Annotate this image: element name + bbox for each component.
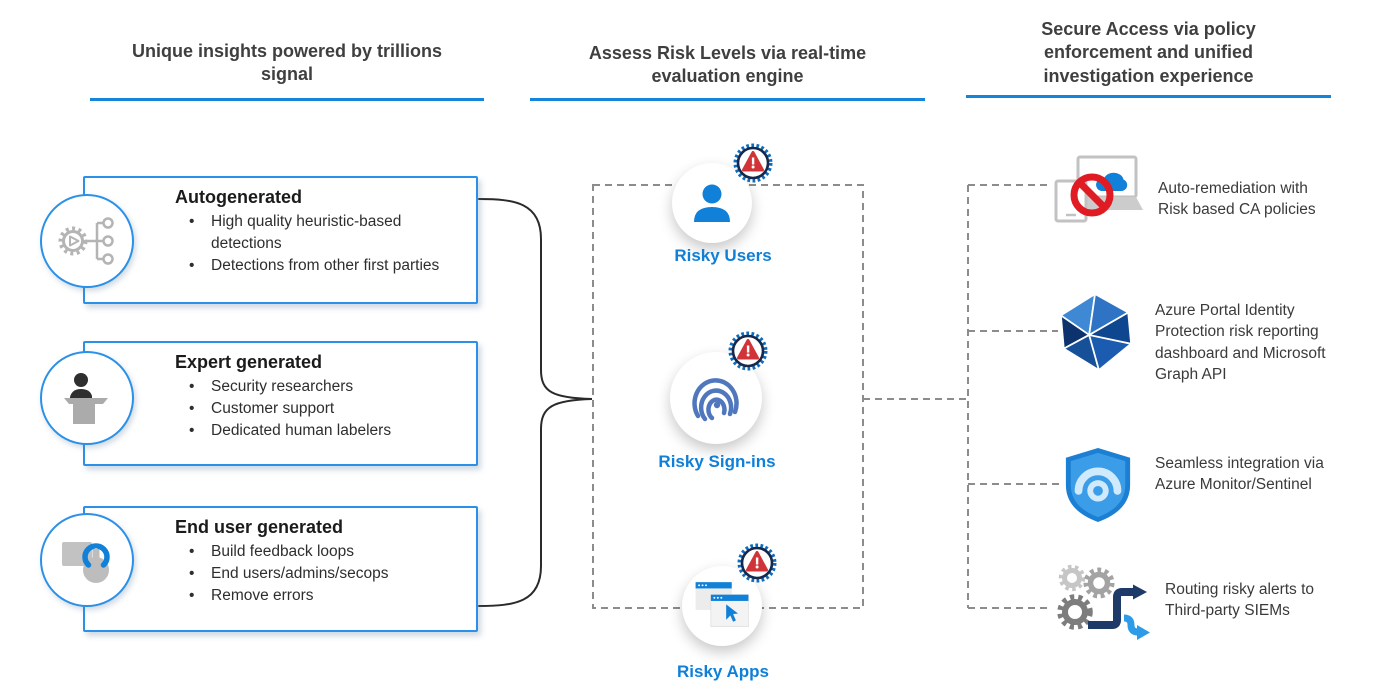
signal-box-bullets: Security researchers Customer support De…: [85, 376, 476, 442]
signal-box-title: End user generated: [175, 517, 344, 537]
outcome-text-4: Routing risky alerts to Third-party SIEM…: [1165, 581, 1315, 620]
click-feedback-icon: [62, 542, 110, 583]
risk-alert-badge: [737, 543, 777, 583]
user-icon: [694, 184, 730, 222]
bullet-item: High quality heuristic-based detections: [185, 211, 476, 255]
header-insights: Unique insights powered by trillions sig…: [131, 41, 443, 85]
bullet-item: Remove errors: [185, 585, 476, 607]
signal-box-title: Expert generated: [175, 352, 323, 372]
blocked-device-cloud-icon: [1054, 155, 1143, 223]
risky-users-label: Risky Users: [674, 246, 772, 265]
risk-alert-badge: [728, 331, 768, 371]
outcome-text-2: Azure Portal Identity Protection risk re…: [1155, 302, 1326, 384]
header-insights-underline: [90, 98, 484, 101]
outcome-icon-3: [1062, 446, 1134, 529]
expert-generated-circle: [40, 351, 134, 445]
outcome-icon-1: [1048, 153, 1144, 234]
signal-box-expert-generated: Expert generated Security researchers Cu…: [83, 341, 478, 466]
bullet-item: End users/admins/secops: [185, 563, 476, 585]
risky-apps-label: Risky Apps: [677, 662, 769, 681]
monitor-shield-icon: [1065, 448, 1131, 522]
app-windows-icon: [695, 581, 749, 627]
signal-box-end-user-generated: End user generated Build feedback loops …: [83, 506, 478, 632]
bullet-item: Build feedback loops: [185, 541, 476, 563]
signal-box-title: Autogenerated: [175, 187, 303, 207]
identity-protection-icon: [1060, 293, 1132, 371]
automation-flow-icon: [58, 217, 114, 265]
risky-users-circle: [672, 163, 752, 243]
bullet-item: Dedicated human labelers: [185, 420, 476, 442]
fingerprint-icon: [692, 378, 739, 422]
end-user-generated-circle: [40, 513, 134, 607]
gears-routing-icon: [1057, 564, 1150, 640]
outcome-text-1: Auto-remediation with Risk based CA poli…: [1158, 180, 1316, 219]
brace-connector: [478, 198, 593, 607]
bullet-item: Detections from other first parties: [185, 255, 476, 277]
signal-box-autogenerated: Autogenerated High quality heuristic-bas…: [83, 176, 478, 304]
outcome-text-3: Seamless integration via Azure Monitor/S…: [1155, 455, 1324, 494]
presenter-podium-icon: [64, 373, 108, 424]
header-risk-levels: Assess Risk Levels via real-time evaluat…: [588, 43, 867, 87]
autogenerated-circle: [40, 194, 134, 288]
risk-alert-badge: [733, 143, 773, 183]
outcome-icon-4: [1050, 562, 1156, 651]
bullet-item: Security researchers: [185, 376, 476, 398]
header-secure-access: Secure Access via policy enforcement and…: [1041, 19, 1256, 86]
outcome-icon-2: [1056, 292, 1136, 379]
header-secure-access-underline: [966, 95, 1331, 98]
header-risk-levels-underline: [530, 98, 925, 101]
signal-box-bullets: Build feedback loops End users/admins/se…: [85, 541, 476, 607]
risky-sign-ins-label: Risky Sign-ins: [658, 452, 776, 471]
signal-box-bullets: High quality heuristic-based detections …: [85, 211, 476, 277]
bullet-item: Customer support: [185, 398, 476, 420]
